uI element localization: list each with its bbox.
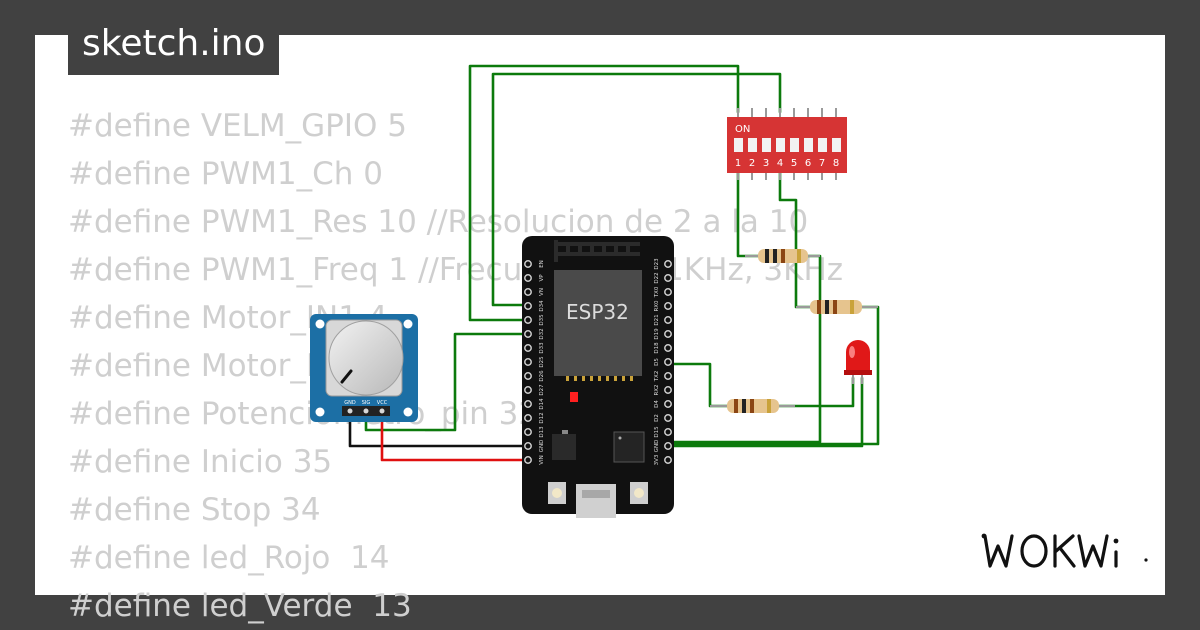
esp32-label: ESP32	[566, 300, 629, 324]
wire-green-dip4	[491, 72, 782, 307]
wire-green-pot-sig	[364, 332, 530, 432]
voltage-regulator	[552, 434, 576, 460]
pin-label: D26	[539, 370, 545, 382]
pin-label: D2	[654, 414, 660, 422]
code-line: #define Inicio 35	[68, 444, 333, 480]
dip-number: 4	[777, 158, 783, 169]
pot-pin-label: SIG	[362, 400, 371, 406]
wire-red-vcc	[380, 409, 530, 462]
pin-label: GND	[539, 440, 545, 453]
pin-label: D32	[539, 328, 545, 339]
usb-port	[576, 484, 616, 518]
pin-label: D22	[654, 272, 660, 283]
dip-switch-toggles	[734, 138, 841, 152]
wire-green-dip1	[468, 64, 740, 322]
pin-label: D35	[539, 314, 545, 326]
pot-knob	[328, 320, 404, 396]
dip-switch[interactable]: ON 1 2 3 4 5 6 7 8	[727, 108, 847, 180]
pin-label: 3V3	[654, 454, 660, 465]
pin-label: D4	[654, 400, 660, 408]
code-line: #define PWM1_Res 10 //Resolucion de 2 a …	[68, 204, 809, 240]
resistor-1[interactable]	[745, 249, 820, 263]
dip-number: 2	[749, 158, 755, 169]
dip-on-label: ON	[735, 124, 750, 135]
pin-label: D5	[654, 358, 660, 366]
wokwi-logo	[981, 533, 1148, 568]
code-line: #define VELM_GPIO 5	[68, 108, 407, 144]
pin-label: D18	[654, 342, 660, 354]
pin-label: VP	[539, 274, 545, 282]
esp32-right-pins	[664, 260, 672, 464]
dip-number: 1	[735, 158, 741, 169]
pin-label: VN	[539, 288, 545, 296]
esp32-module	[554, 270, 642, 376]
dip-number: 5	[791, 158, 797, 169]
dip-number: 3	[763, 158, 769, 169]
pin-label: D12	[539, 412, 545, 423]
pin-label: D25	[539, 356, 545, 368]
dip-number: 8	[833, 158, 839, 169]
code-line: #define PWM1_Freq 1 //Frecuencia de 1KHz…	[68, 252, 844, 288]
esp32-left-pins	[524, 260, 532, 464]
red-led[interactable]	[844, 340, 872, 384]
pin-label: D27	[539, 384, 545, 396]
module-castellations	[566, 376, 633, 381]
wire-green-gnd-3	[662, 305, 880, 446]
pin-label: D13	[539, 426, 545, 438]
code-line: #define led_Verde 13	[68, 588, 412, 624]
wire-green-gnd-2	[662, 376, 864, 448]
boot-button[interactable]	[548, 482, 566, 504]
pin-label: D33	[539, 342, 545, 354]
pin-label: D15	[654, 426, 660, 438]
en-button[interactable]	[630, 482, 648, 504]
pin-label: TX0	[654, 286, 660, 298]
pin-label: D34	[539, 300, 545, 312]
pin-label: D21	[654, 314, 660, 325]
pot-pin-label: VCC	[377, 400, 388, 406]
wire-green-res3-led	[776, 376, 855, 408]
sketch-filename-tag: sketch.ino	[68, 12, 280, 75]
usb-chip	[613, 431, 645, 463]
pin-label: D19	[654, 328, 660, 340]
pot-knob-indicator	[340, 369, 353, 384]
antenna-trace	[554, 240, 640, 262]
code-line: #define Stop 34	[68, 492, 321, 528]
resistor-3[interactable]	[710, 399, 795, 413]
dip-switch-legs	[737, 108, 837, 180]
pin-label: D14	[539, 398, 545, 410]
canvas-card: #define VELM_GPIO 5 #define PWM1_Ch 0 #def…	[35, 35, 1165, 624]
code-line: #define led_Rojo 14	[68, 540, 390, 576]
esp32-board[interactable]: ESP32	[522, 236, 674, 518]
pin-label: EN	[539, 260, 545, 268]
red-indicator	[570, 392, 578, 402]
resistor-2[interactable]	[796, 300, 878, 314]
pot-pin-label: GND	[344, 400, 356, 406]
pin-label: RX0	[654, 300, 660, 312]
dip-number: 7	[819, 158, 825, 169]
pin-label: RX2	[654, 384, 660, 395]
wire-green-dip-res1	[736, 170, 762, 258]
wire-black-gnd	[348, 409, 530, 448]
pin-label: D23	[654, 258, 660, 270]
wire-green-dip-res2	[778, 170, 814, 309]
potentiometer[interactable]: GND SIG VCC	[310, 314, 418, 422]
dip-number: 6	[805, 158, 811, 169]
code-line: #define PWM1_Ch 0	[68, 156, 384, 192]
pin-label: TX2	[654, 371, 660, 383]
pin-label: GND	[654, 440, 660, 453]
pin-label: VIN	[539, 455, 545, 465]
code-background: #define VELM_GPIO 5 #define PWM1_Ch 0 #def…	[68, 102, 843, 630]
